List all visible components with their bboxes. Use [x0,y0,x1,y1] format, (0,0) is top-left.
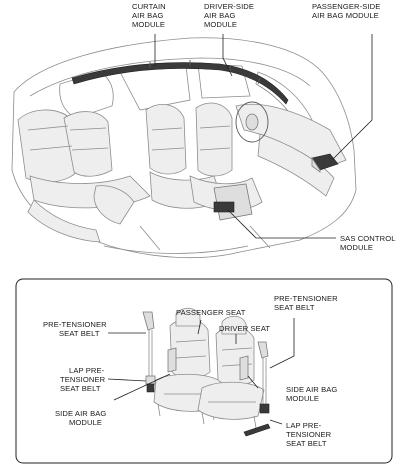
svg-text:MODULE: MODULE [132,20,165,29]
label-side-airbag-left: SIDE AIR BAG MODULE [55,409,106,427]
svg-text:MODULE: MODULE [340,243,373,252]
svg-text:PRE-TENSIONER: PRE-TENSIONER [43,320,107,329]
svg-text:LAP PRE-: LAP PRE- [286,421,322,430]
label-driver-airbag: DRIVER-SIDE AIR BAG MODULE [204,2,254,29]
svg-text:TENSIONER: TENSIONER [286,430,332,439]
svg-text:MODULE: MODULE [204,20,237,29]
label-lap-pretensioner-right: LAP PRE- TENSIONER SEAT BELT [286,421,332,448]
svg-text:SIDE AIR BAG: SIDE AIR BAG [286,385,337,394]
svg-text:PASSENGER-SIDE: PASSENGER-SIDE [312,2,380,11]
label-passenger-airbag: PASSENGER-SIDE AIR BAG MODULE [312,2,380,20]
svg-text:SEAT BELT: SEAT BELT [274,303,315,312]
svg-text:AIR BAG MODULE: AIR BAG MODULE [312,11,379,20]
svg-text:DRIVER-SIDE: DRIVER-SIDE [204,2,254,11]
svg-text:SEAT BELT: SEAT BELT [59,329,100,338]
inset-leader-lines [107,318,295,425]
label-sas-control: SAS CONTROL MODULE [340,234,396,252]
svg-text:SEAT BELT: SEAT BELT [286,439,327,448]
label-pretensioner-right: PRE-TENSIONER SEAT BELT [274,294,338,312]
label-driver-seat: DRIVER SEAT [219,324,270,333]
svg-text:AIR BAG: AIR BAG [132,11,164,20]
svg-text:MODULE: MODULE [69,418,102,427]
sas-control-module-shape [213,201,235,213]
svg-text:SAS CONTROL: SAS CONTROL [340,234,396,243]
svg-text:SIDE AIR BAG: SIDE AIR BAG [55,409,106,418]
vehicle-interior-illustration [11,37,357,259]
label-pretensioner-left: PRE-TENSIONER SEAT BELT [43,320,107,338]
label-curtain-airbag: CURTAIN AIR BAG MODULE [132,2,166,29]
label-passenger-seat: PASSENGER SEAT [176,308,246,317]
svg-text:TENSIONER: TENSIONER [60,375,106,384]
svg-text:MODULE: MODULE [286,394,319,403]
svg-text:LAP PRE-: LAP PRE- [69,366,105,375]
top-leader-lines [154,34,373,239]
svg-text:PRE-TENSIONER: PRE-TENSIONER [274,294,338,303]
label-side-airbag-right: SIDE AIR BAG MODULE [286,385,337,403]
svg-text:PASSENGER SEAT: PASSENGER SEAT [176,308,246,317]
svg-text:AIR BAG: AIR BAG [204,11,236,20]
svg-text:CURTAIN: CURTAIN [132,2,166,11]
seat-illustration [142,307,271,437]
label-lap-pretensioner-left: LAP PRE- TENSIONER SEAT BELT [60,366,106,393]
steering-wheel-shape [235,101,269,143]
svg-text:DRIVER SEAT: DRIVER SEAT [219,324,270,333]
svg-text:SEAT BELT: SEAT BELT [60,384,101,393]
